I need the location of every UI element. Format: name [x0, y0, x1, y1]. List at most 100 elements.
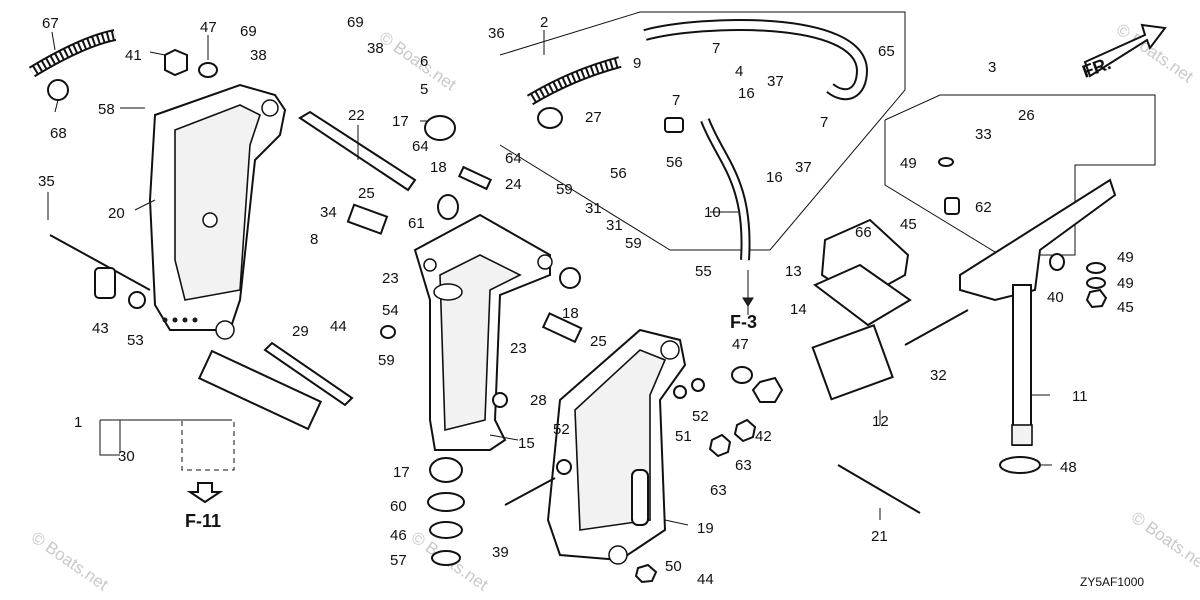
hose-group-outline — [499, 11, 906, 251]
part-label: 31 — [606, 217, 623, 234]
part-label: 52 — [553, 421, 570, 438]
part-label: 18 — [562, 305, 579, 322]
part-label: 54 — [382, 302, 399, 319]
part-label: 28 — [530, 392, 547, 409]
part-label: 63 — [710, 482, 727, 499]
part-label: 47 — [200, 19, 217, 36]
part-11-tiller — [959, 178, 1117, 446]
part-label: 7 — [672, 92, 680, 109]
part-35-bolt — [49, 234, 151, 291]
part-15-swivel-case — [413, 213, 553, 451]
part-label: 53 — [127, 332, 144, 349]
part-label: 39 — [492, 544, 509, 561]
part-label: 13 — [785, 263, 802, 280]
part-label: 64 — [505, 150, 522, 167]
part-label: 25 — [590, 333, 607, 350]
part-label: 44 — [330, 318, 347, 335]
wire-group-outline — [181, 419, 235, 471]
part-label: 37 — [795, 159, 812, 176]
part-label: 34 — [320, 204, 337, 221]
part-label: 43 — [92, 320, 109, 337]
part-21-bolt — [837, 464, 921, 514]
part-label: 38 — [367, 40, 384, 57]
part-label: 31 — [585, 200, 602, 217]
part-label: 44 — [697, 571, 714, 588]
part-label: 19 — [697, 520, 714, 537]
part-label: 45 — [900, 216, 917, 233]
part-label: 37 — [767, 73, 784, 90]
part-label: 1 — [74, 414, 82, 431]
down-arrow-icon — [186, 482, 224, 504]
part-label: 27 — [585, 109, 602, 126]
part-label: 23 — [382, 270, 399, 287]
part-32-bolt — [904, 309, 969, 346]
part-label: 45 — [1117, 299, 1134, 316]
part-label: 32 — [930, 367, 947, 384]
part-label: 47 — [732, 336, 749, 353]
hoses — [28, 19, 869, 261]
group1-bracket — [99, 420, 120, 456]
part-label: 62 — [975, 199, 992, 216]
part-label: 60 — [390, 498, 407, 515]
part-label: 7 — [820, 114, 828, 131]
part-label: 35 — [38, 173, 55, 190]
part-label: 50 — [665, 558, 682, 575]
part-label: 66 — [855, 224, 872, 241]
part-label: 16 — [738, 85, 755, 102]
part-label: 67 — [42, 15, 59, 32]
part-labels: 67 47 69 69 36 2 65 41 38 38 6 9 7 4 3 6… — [38, 14, 1134, 588]
part-label: 24 — [505, 176, 522, 193]
small-parts — [47, 48, 1108, 584]
watermark-text: © Boats.net — [28, 528, 112, 595]
part-label: 64 — [412, 138, 429, 155]
part-label: 49 — [900, 155, 917, 172]
part-label: 18 — [430, 159, 447, 176]
part-label: 59 — [378, 352, 395, 369]
part-label: 59 — [556, 181, 573, 198]
part-label: 15 — [518, 435, 535, 452]
part-label: 3 — [988, 59, 996, 76]
section-references: F-3 F-11 — [185, 270, 757, 531]
part-20-bracket — [148, 83, 287, 340]
part-label: 61 — [408, 215, 425, 232]
part-label: 58 — [98, 101, 115, 118]
part-label: 69 — [347, 14, 364, 31]
front-arrow-icon — [1083, 23, 1167, 78]
part-label: 14 — [790, 301, 807, 318]
part-label: 51 — [675, 428, 692, 445]
part-label: 57 — [390, 552, 407, 569]
section-ref-f11: F-11 — [185, 511, 221, 531]
part-label: 59 — [625, 235, 642, 252]
part-label: 49 — [1117, 275, 1134, 292]
part-label: 55 — [695, 263, 712, 280]
part-label: 21 — [871, 528, 888, 545]
part-1-plate — [197, 349, 323, 431]
part-39-bolt — [504, 477, 556, 506]
part-label: 2 — [540, 14, 548, 31]
part-label: 63 — [735, 457, 752, 474]
section-ref-f3: F-3 — [730, 312, 757, 332]
leader-lines — [47, 30, 1052, 526]
part-label: 11 — [1072, 388, 1088, 405]
part-label: 46 — [390, 527, 407, 544]
part-label: 16 — [766, 169, 783, 186]
part-label: 52 — [692, 408, 709, 425]
part-label: 20 — [108, 205, 125, 222]
part-label: 23 — [510, 340, 527, 357]
part-label: 17 — [393, 464, 410, 481]
diagram-code: ZY5AF1000 — [1080, 575, 1144, 589]
part-label: 25 — [358, 185, 375, 202]
part-label: 9 — [633, 55, 641, 72]
part-label: 7 — [712, 40, 720, 57]
part-label: 38 — [250, 47, 267, 64]
part-label: 29 — [292, 323, 309, 340]
part-29-shaft — [263, 341, 354, 407]
part-label: 69 — [240, 23, 257, 40]
part-label: 12 — [872, 413, 889, 430]
part-label: 49 — [1117, 249, 1134, 266]
part-label: 4 — [735, 63, 743, 80]
part-label: 8 — [310, 231, 318, 248]
part-label: 10 — [704, 204, 721, 221]
watermark-text: © Boats.net — [376, 28, 460, 95]
